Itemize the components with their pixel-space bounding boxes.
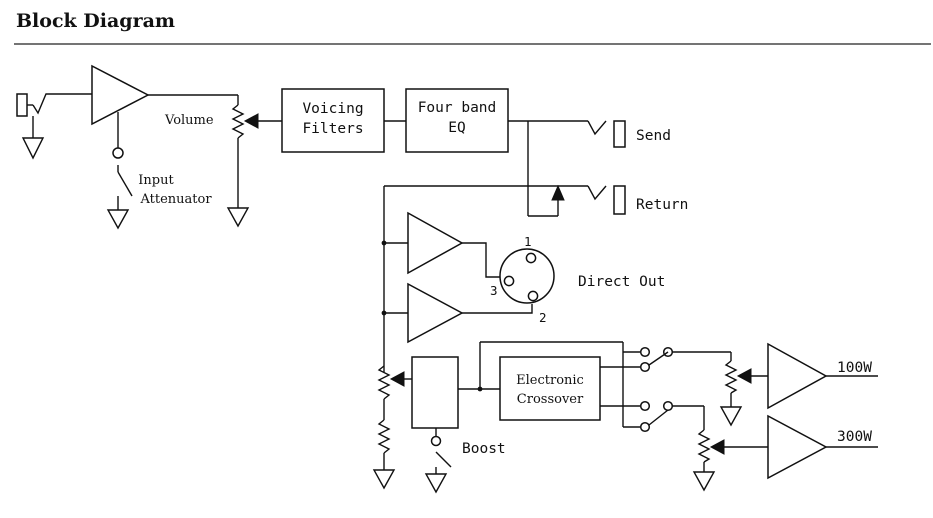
send-label: Send [636,128,671,144]
level-pot-300w [692,429,768,492]
volume-pot: Volume [164,95,282,228]
input-attenuator-switch: Input Attenuator [106,165,212,230]
direct-out-label: Direct Out [578,274,665,290]
boost-block: Boost [411,356,506,494]
voicing-filters-block: Voicing Filters [281,88,385,153]
xlr-connector: 1 2 3 Direct Out [490,234,665,325]
xlr-pin-2: 2 [539,310,547,325]
volume-label: Volume [164,113,214,128]
four-band-eq-line2: EQ [448,120,465,136]
four-band-eq-block: Four band EQ [405,88,509,153]
send-jack: Send [528,120,671,148]
return-jack: Return [384,121,688,217]
amp-100w-label: 100W [837,360,872,376]
boost-label: Boost [462,441,506,457]
amp-300w: 300W [767,414,878,480]
crossover-line1: Electronic [516,373,584,388]
return-label: Return [636,197,688,213]
voicing-filters-line2: Filters [302,121,363,137]
direct-out-amp-2 [384,282,533,344]
amp-100w: 100W [767,342,878,410]
input-attenuator-label-line2: Attenuator [139,192,212,207]
xlr-pin-3: 3 [490,283,498,298]
direct-out-amp-1 [384,211,502,278]
page-title: Block Diagram [16,10,175,32]
switch-100w [639,346,732,373]
input-jack [16,93,92,160]
amp-300w-label: 300W [837,429,872,445]
four-band-eq-line1: Four band [418,100,497,116]
xlr-pin-1: 1 [524,234,532,249]
input-amplifier [91,64,238,159]
level-pot-100w [719,360,768,427]
crossover-line2: Crossover [517,392,584,407]
switch-300w [639,400,705,433]
electronic-crossover-block: Electronic Crossover [499,356,601,421]
input-attenuator-label-line1: Input [138,173,174,188]
voicing-filters-line1: Voicing [302,101,363,117]
gain-pot [372,365,412,490]
